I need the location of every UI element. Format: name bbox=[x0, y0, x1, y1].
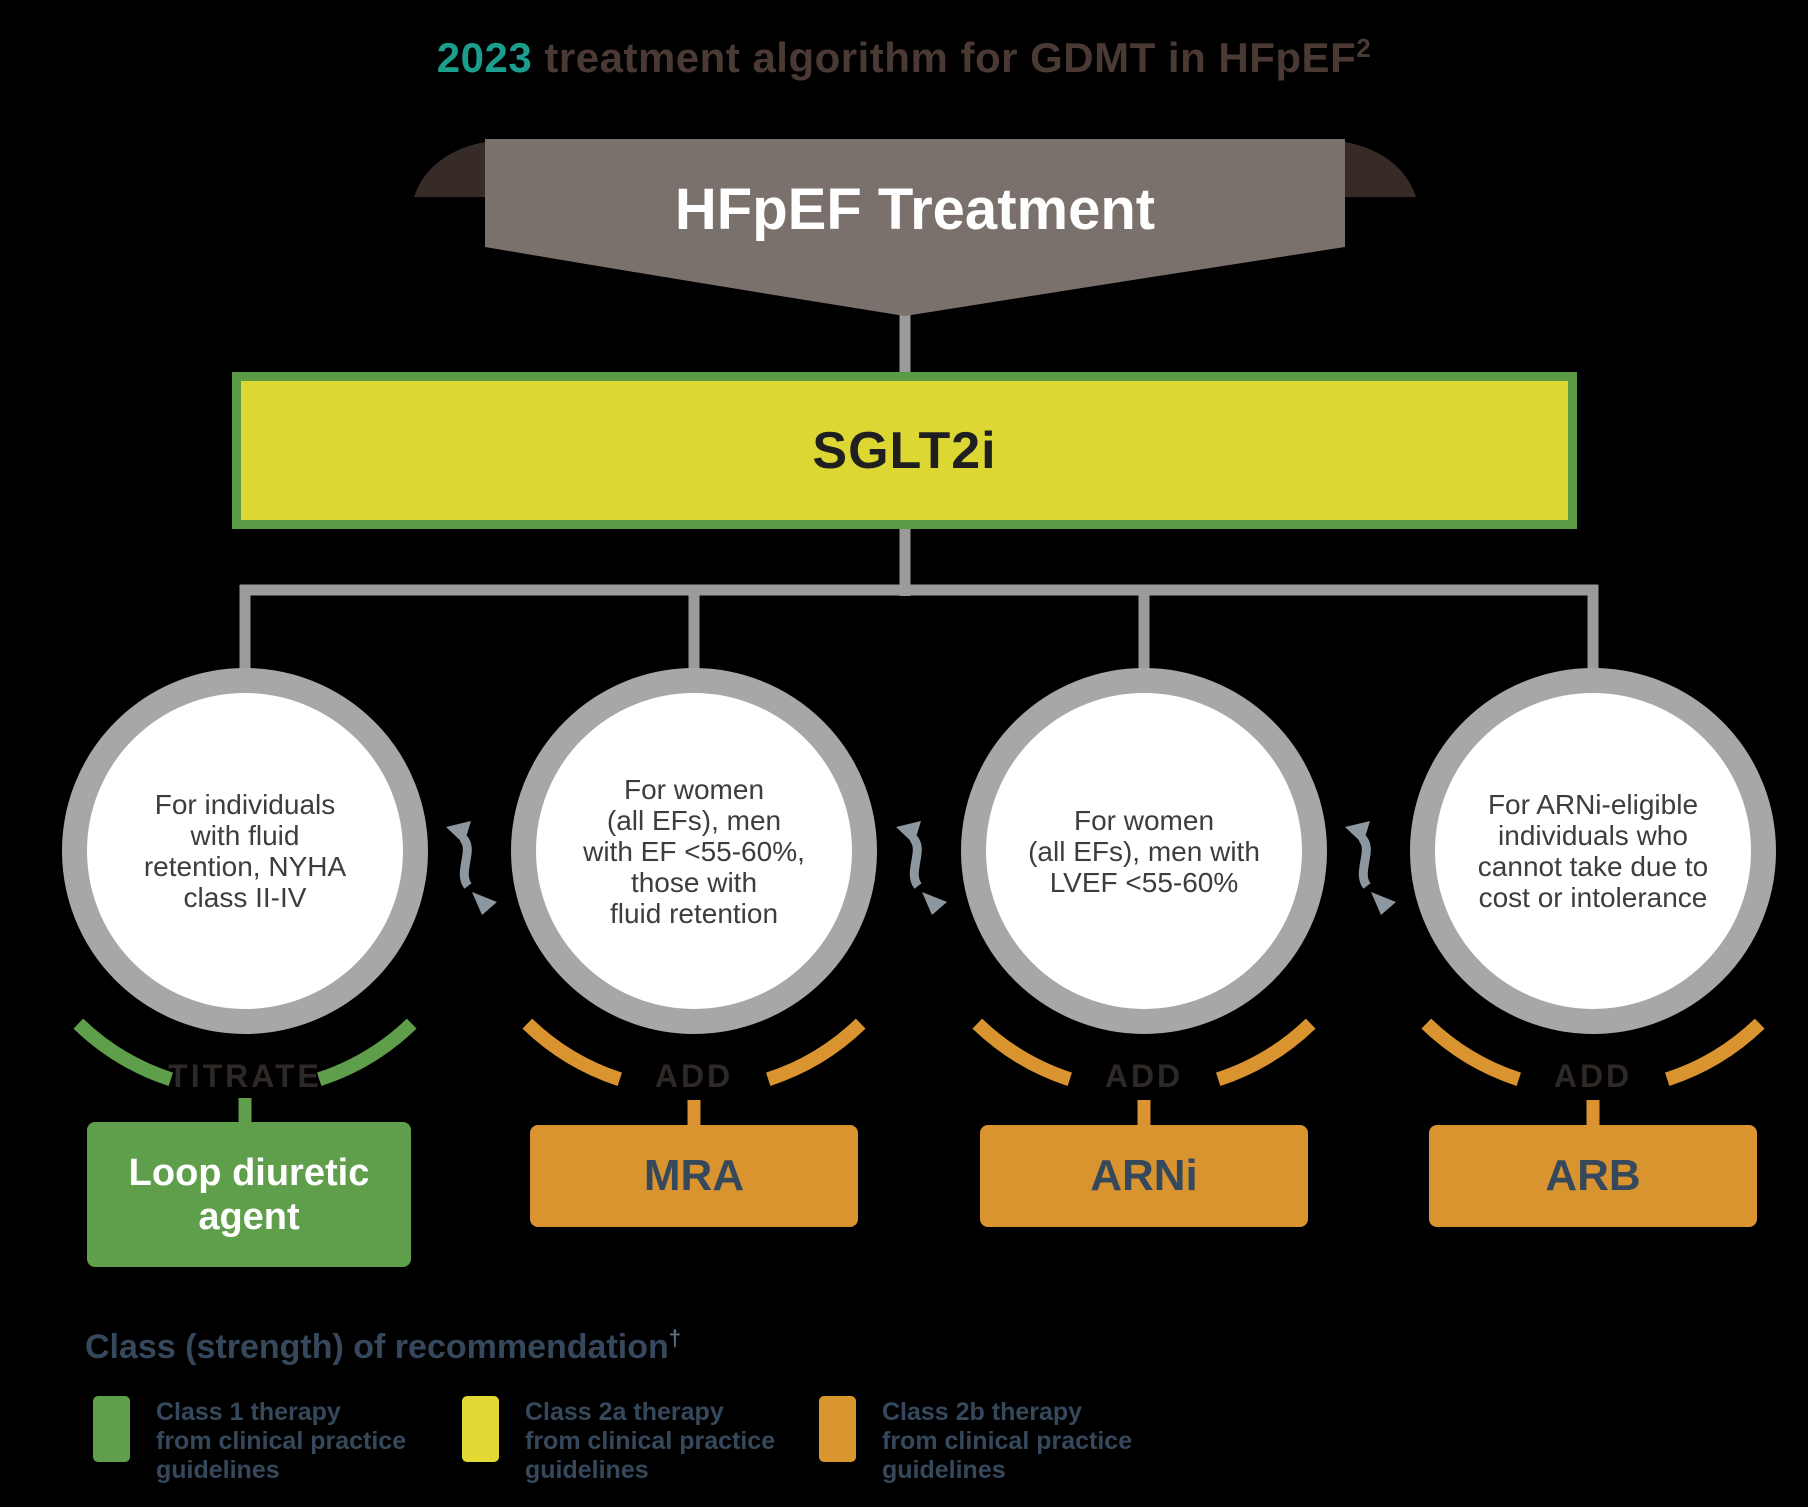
legend-item-class1: Class 1 therapy from clinical practice g… bbox=[93, 1396, 406, 1485]
condition-text-2: For women (all EFs), men with EF <55-60%… bbox=[583, 773, 805, 929]
action-label-add-3: ADD bbox=[1104, 1058, 1184, 1094]
legend-swatch-class1 bbox=[93, 1396, 130, 1462]
legend-heading: Class (strength) of recommendation† bbox=[85, 1325, 681, 1367]
squiggle-arrow-1 bbox=[446, 821, 497, 915]
action-label-add-4: ADD bbox=[1553, 1058, 1633, 1094]
page-title-superscript: 2 bbox=[1356, 33, 1372, 63]
condition-circle-2: For women (all EFs), men with EF <55-60%… bbox=[511, 668, 877, 1034]
ribbon-fold-left bbox=[414, 142, 485, 197]
connector-tree bbox=[239, 295, 1599, 672]
condition-circle-3: For women (all EFs), men with LVEF <55-6… bbox=[961, 668, 1327, 1034]
ribbon-banner bbox=[414, 139, 1416, 316]
squiggle-arrow-2 bbox=[896, 821, 947, 915]
add-arc-right-3 bbox=[1215, 1018, 1316, 1086]
add-arcs bbox=[522, 1018, 1765, 1129]
page-title-year: 2023 bbox=[436, 34, 533, 81]
add-arc-right-4 bbox=[1664, 1018, 1765, 1086]
add-arc-left-3 bbox=[972, 1018, 1073, 1086]
add-arc-right-2 bbox=[765, 1018, 866, 1086]
legend-swatch-class2a bbox=[462, 1396, 499, 1462]
condition-circle-4: For ARNi-eligible individuals who cannot… bbox=[1410, 668, 1776, 1034]
legend-item-class2b: Class 2b therapy from clinical practice … bbox=[819, 1396, 1132, 1485]
legend-label-class1: Class 1 therapy from clinical practice g… bbox=[156, 1398, 407, 1484]
squiggle-arrow-3 bbox=[1345, 821, 1396, 915]
page-title-text: treatment algorithm for GDMT in HFpEF bbox=[532, 34, 1357, 81]
titrate-arcs bbox=[73, 1018, 417, 1126]
legend-label-class2b: Class 2b therapy from clinical practice … bbox=[882, 1398, 1133, 1484]
therapy-box-arb: ARB bbox=[1429, 1125, 1757, 1227]
page-title: 2023 treatment algorithm for GDMT in HFp… bbox=[0, 34, 1808, 82]
legend-heading-text: Class (strength) of recommendation bbox=[85, 1328, 669, 1366]
therapy-box-loop-diuretic: Loop diuretic agent bbox=[87, 1122, 411, 1267]
therapy-box-mra: MRA bbox=[530, 1125, 858, 1227]
legend-swatch-class2b bbox=[819, 1396, 856, 1462]
action-label-titrate: TITRATE bbox=[168, 1058, 322, 1094]
titrate-arc-left bbox=[73, 1018, 174, 1086]
legend-item-class2a: Class 2a therapy from clinical practice … bbox=[462, 1396, 775, 1485]
condition-text-4: For ARNi-eligible individuals who cannot… bbox=[1477, 789, 1709, 913]
legend-label-class2a: Class 2a therapy from clinical practice … bbox=[525, 1398, 776, 1484]
add-arc-left-2 bbox=[522, 1018, 623, 1086]
ribbon-body bbox=[485, 139, 1345, 316]
banner-title: HFpEF Treatment bbox=[674, 177, 1156, 242]
titrate-arc-right bbox=[316, 1018, 417, 1086]
add-arc-left-4 bbox=[1421, 1018, 1522, 1086]
condition-text-3: For women (all EFs), men with LVEF <55-6… bbox=[1028, 804, 1260, 898]
ribbon-fold-right bbox=[1345, 142, 1416, 197]
root-node-sglt2i: SGLT2i bbox=[232, 372, 1577, 529]
action-label-add-2: ADD bbox=[654, 1058, 734, 1094]
legend-heading-dagger: † bbox=[668, 1325, 681, 1351]
therapy-box-arni: ARNi bbox=[980, 1125, 1308, 1227]
condition-text-1: For individuals with fluid retention, NY… bbox=[143, 789, 347, 913]
condition-circle-1: For individuals with fluid retention, NY… bbox=[62, 668, 428, 1034]
